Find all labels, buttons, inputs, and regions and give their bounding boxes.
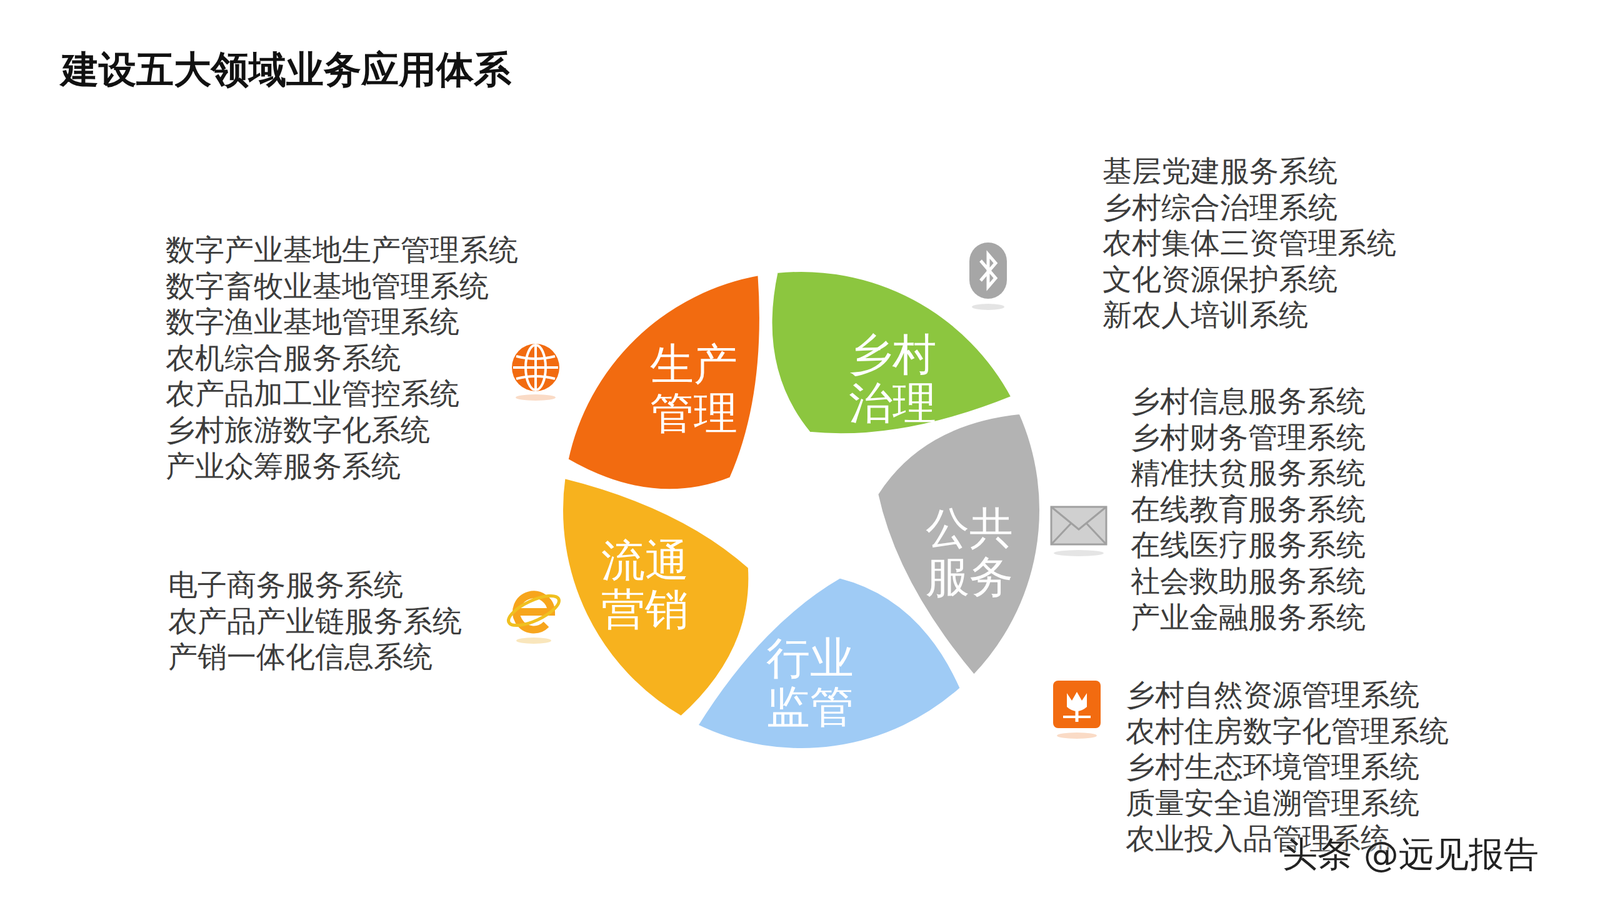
system-name: 产业众筹服务系统 (165, 446, 401, 486)
system-name: 产销一体化信息系统 (168, 637, 433, 677)
system-name: 数字产业基地生产管理系统 (165, 230, 519, 270)
system-name: 乡村信息服务系统 (1130, 381, 1366, 422)
watermark: 头条 @远见报告 (1282, 831, 1539, 879)
petal-label: 公共 服务 (919, 503, 1020, 602)
petal-node: 生产 管理 (643, 340, 745, 439)
system-name: 乡村财务管理系统 (1130, 417, 1366, 457)
system-name: 农机综合服务系统 (165, 338, 401, 378)
pinwheel (561, 270, 1042, 750)
petal-node: 流通 营销 (595, 536, 696, 635)
petal-label: 流通 营销 (595, 536, 696, 635)
browser-icon (504, 590, 563, 644)
system-name: 社会救助服务系统 (1130, 561, 1366, 602)
system-name: 数字畜牧业基地管理系统 (165, 266, 489, 306)
system-name: 农产品加工业管控系统 (165, 374, 460, 414)
petal-label: 行业 监管 (760, 633, 861, 732)
pinwheel-petal (566, 273, 762, 491)
petal-node: 行业 监管 (760, 633, 861, 732)
petal-label: 乡村 治理 (842, 330, 944, 429)
system-name: 电子商务服务系统 (168, 565, 404, 605)
petal-label: 生产 管理 (643, 340, 745, 439)
petal-node: 乡村 治理 (842, 330, 944, 429)
system-name: 农产品产业链服务系统 (168, 601, 462, 641)
system-name: 数字渔业基地管理系统 (165, 302, 460, 342)
system-name: 在线教育服务系统 (1130, 489, 1366, 529)
system-name: 产业金融服务系统 (1130, 597, 1366, 637)
system-name: 乡村生态环境管理系统 (1125, 747, 1420, 787)
system-name: 农村住房数字化管理系统 (1125, 711, 1449, 751)
system-name: 农村集体三资管理系统 (1102, 223, 1397, 264)
system-name: 基层党建服务系统 (1102, 151, 1338, 192)
page-title: 建设五大领域业务应用体系 (61, 45, 512, 96)
system-name: 质量安全追溯管理系统 (1125, 783, 1420, 823)
system-name: 乡村自然资源管理系统 (1125, 675, 1420, 715)
system-name: 精准扶贫服务系统 (1130, 453, 1366, 494)
petal-node: 公共 服务 (919, 503, 1020, 602)
pinwheel-petal (561, 476, 750, 719)
globe-icon (511, 343, 560, 401)
flower-icon (1053, 680, 1101, 739)
envelope-icon (1051, 506, 1107, 557)
system-name: 乡村旅游数字化系统 (165, 410, 430, 450)
system-name: 文化资源保护系统 (1102, 259, 1338, 299)
bluetooth-icon (969, 242, 1007, 310)
system-name: 新农人培训系统 (1102, 295, 1309, 335)
system-name: 在线医疗服务系统 (1130, 525, 1366, 565)
system-name: 乡村综合治理系统 (1102, 187, 1338, 227)
